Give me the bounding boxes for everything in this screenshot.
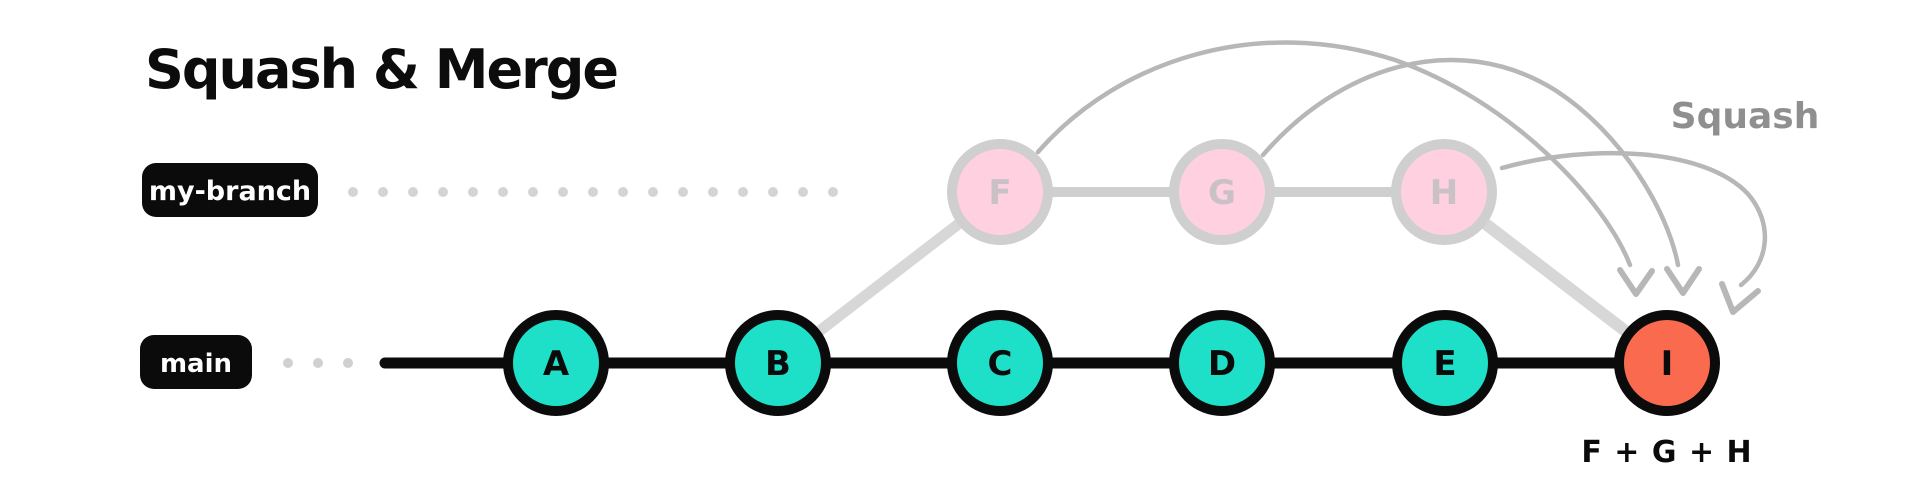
- commit-circle-d: [1169, 310, 1275, 416]
- squash-arrows: [1035, 40, 1768, 315]
- commit-circle-b: [725, 310, 831, 416]
- dot: [768, 187, 778, 197]
- dot: [678, 187, 688, 197]
- commit-label-b: B: [765, 344, 791, 384]
- branch-label-text: main: [160, 349, 232, 379]
- dot: [708, 187, 718, 197]
- commit-circle-a: [503, 310, 609, 416]
- commit-label-i: I: [1661, 344, 1674, 384]
- commit-label-f: F: [988, 173, 1011, 213]
- commit-circle-c: [947, 310, 1053, 416]
- dot: [618, 187, 628, 197]
- commit-label-h: H: [1430, 173, 1458, 213]
- dot: [528, 187, 538, 197]
- branch-label-bg: [140, 335, 252, 389]
- dot: [378, 187, 388, 197]
- commit-label-d: D: [1208, 344, 1236, 384]
- squash-arc-from-f: [1035, 40, 1633, 268]
- dot: [343, 358, 353, 368]
- dot: [648, 187, 658, 197]
- branch-label-bg: [142, 163, 318, 217]
- commit-node-d: D: [1169, 310, 1275, 416]
- commit-label-e: E: [1433, 344, 1456, 384]
- commit-label-g: G: [1208, 173, 1236, 213]
- branch-label-main: main: [140, 335, 252, 389]
- dot: [313, 358, 323, 368]
- arrowhead-icon: [1617, 267, 1655, 297]
- commit-label-a: A: [543, 344, 570, 384]
- commit-label-c: C: [988, 344, 1013, 384]
- squash-label: Squash: [1671, 96, 1820, 137]
- my-branch-dotted-line: [348, 187, 838, 197]
- dot: [828, 187, 838, 197]
- commit-node-c: C: [947, 310, 1053, 416]
- squash-arc-from-g: [1260, 57, 1681, 268]
- commit-node-h: H: [1391, 139, 1497, 245]
- commit-node-g: G: [1169, 139, 1275, 245]
- dot: [283, 358, 293, 368]
- squash-arc-from-h: [1499, 150, 1768, 288]
- dot: [408, 187, 418, 197]
- dot: [348, 187, 358, 197]
- arrowhead-icon: [1664, 266, 1702, 296]
- commit-node-b: B: [725, 310, 831, 416]
- squash-result-note: F + G + H: [1581, 435, 1752, 470]
- commit-circle-g: [1169, 139, 1275, 245]
- arrowhead-icon: [1719, 281, 1761, 315]
- dot: [468, 187, 478, 197]
- commit-circle-i: [1614, 310, 1720, 416]
- commit-circle-e: [1392, 310, 1498, 416]
- commit-node-e: E: [1392, 310, 1498, 416]
- dot: [798, 187, 808, 197]
- commit-circle-h: [1391, 139, 1497, 245]
- dot: [558, 187, 568, 197]
- commit-node-i: I: [1614, 310, 1720, 416]
- commit-node-f: F: [947, 139, 1053, 245]
- main-dotted-line: [283, 358, 353, 368]
- dot: [438, 187, 448, 197]
- branch-label-text: my-branch: [149, 176, 311, 207]
- commit-circle-f: [947, 139, 1053, 245]
- branch-label-my-branch: my-branch: [142, 163, 318, 217]
- page-title: Squash & Merge: [145, 38, 617, 101]
- dot: [738, 187, 748, 197]
- commit-node-a: A: [503, 310, 609, 416]
- dot: [498, 187, 508, 197]
- dot: [588, 187, 598, 197]
